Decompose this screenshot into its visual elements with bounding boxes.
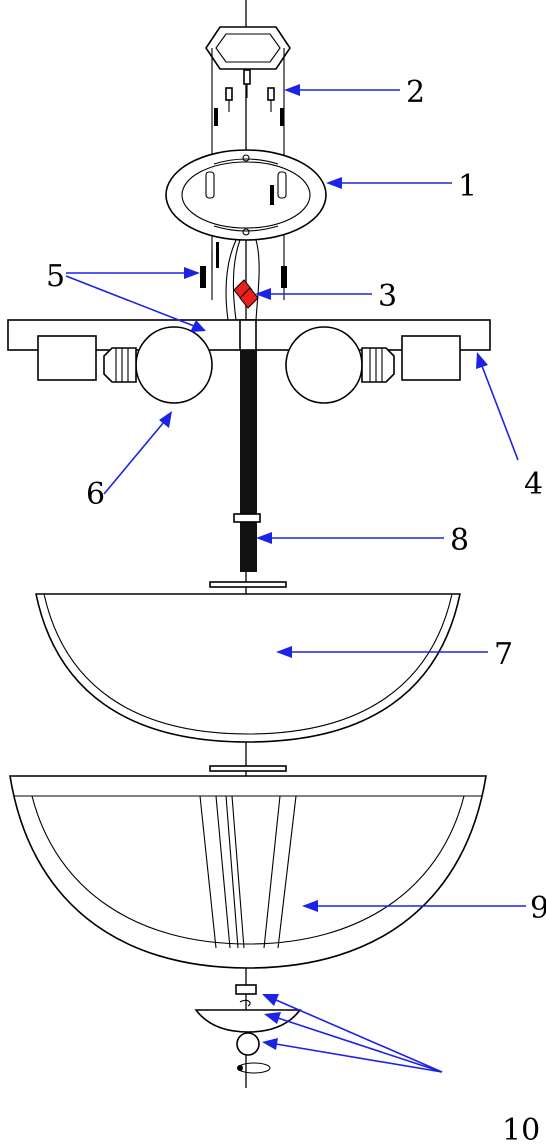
bulb-left (103, 326, 213, 404)
leader-lines (65, 84, 526, 1073)
callout-9: 9 (530, 891, 546, 926)
mounting-screws (214, 69, 284, 126)
callout-8: 8 (450, 523, 469, 558)
bulb-right (285, 326, 395, 404)
outer-bowl (9, 775, 487, 969)
callout-10: 10 (502, 1113, 540, 1146)
callout-4: 4 (524, 467, 543, 502)
wire-connector (233, 279, 259, 309)
callout-3: 3 (378, 279, 397, 314)
callout-2: 2 (406, 75, 425, 110)
supply-wires (211, 239, 260, 321)
mounting-plate (165, 149, 327, 241)
screw-right (280, 108, 284, 126)
inner-bowl (35, 593, 461, 772)
screw-left (214, 108, 218, 126)
down-tube (209, 350, 287, 588)
finial-hardware (194, 984, 302, 1074)
callout-1: 1 (458, 169, 477, 204)
body-bar (7, 319, 491, 381)
callout-7: 7 (494, 637, 513, 672)
callout-5: 5 (46, 259, 65, 294)
callout-6: 6 (86, 477, 105, 512)
